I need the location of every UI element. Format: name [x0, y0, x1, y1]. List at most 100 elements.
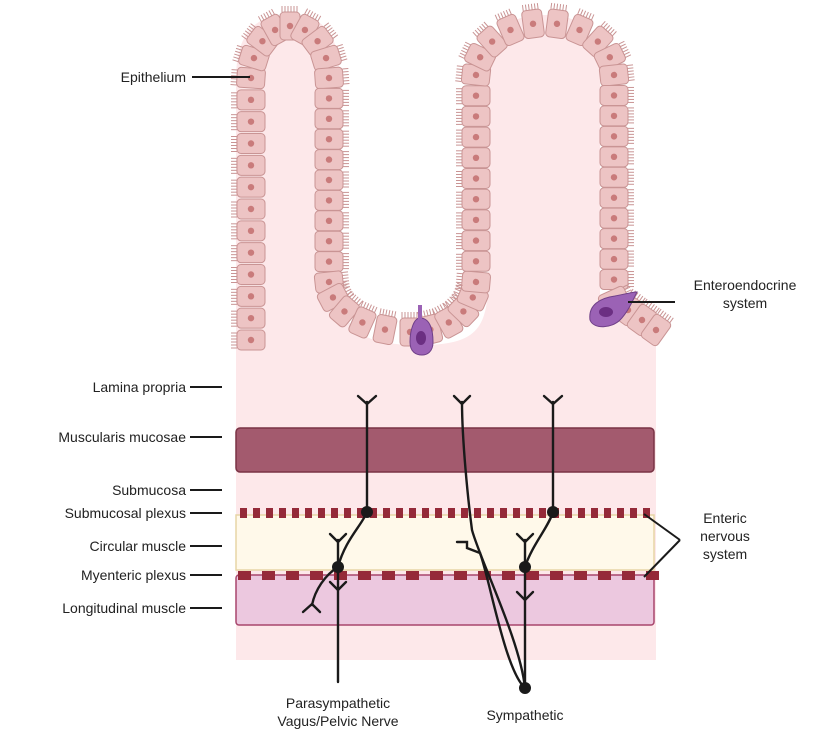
epithelial-cell	[315, 109, 343, 129]
myenteric-plexus-segment	[574, 571, 587, 580]
submucosal-plexus-segment	[279, 508, 286, 518]
epithelial-cell	[600, 106, 628, 126]
label-epithelium: Epithelium	[121, 69, 186, 85]
submucosal-plexus-segment	[487, 508, 494, 518]
epithelial-cell	[315, 129, 343, 149]
myenteric-plexus-segment	[502, 571, 515, 580]
label-submucosa: Submucosa	[112, 482, 186, 498]
label-longitudinal-muscle: Longitudinal muscle	[62, 600, 186, 616]
label-enteroendocrine-line1: Enteroendocrine	[680, 277, 810, 293]
epithelial-cell	[600, 147, 628, 167]
epithelial-cell	[600, 167, 628, 187]
epithelial-cell	[600, 208, 628, 228]
submucosal-plexus-segment	[435, 508, 442, 518]
epithelial-cell	[315, 170, 343, 190]
myenteric-plexus-segment	[358, 571, 371, 580]
myenteric-plexus-segment	[598, 571, 611, 580]
submucosal-plexus-segment	[630, 508, 637, 518]
epithelial-cell	[315, 231, 343, 251]
submucosal-plexus-segment	[604, 508, 611, 518]
label-sympathetic: Sympathetic	[462, 707, 588, 723]
label-parasympathetic-line2: Vagus/Pelvic Nerve	[248, 713, 428, 729]
myenteric-plexus-segment	[262, 571, 275, 580]
label-enteroendocrine-line2: system	[680, 295, 810, 311]
epithelial-cell	[237, 265, 265, 285]
label-enteric-line2: nervous	[680, 528, 770, 544]
epithelial-cell	[462, 148, 490, 168]
epithelial-cell	[237, 330, 265, 350]
myenteric-plexus-segment	[454, 571, 467, 580]
epithelial-cell	[462, 169, 490, 189]
epithelial-cell	[600, 85, 628, 105]
label-enteric-line3: system	[680, 546, 770, 562]
myenteric-plexus-segment	[550, 571, 563, 580]
submucosal-plexus-segment	[422, 508, 429, 518]
epithelial-cell	[315, 211, 343, 231]
epithelial-cell	[315, 190, 343, 210]
myenteric-plexus-segment	[622, 571, 635, 580]
epithelial-cell	[600, 188, 628, 208]
circular-muscle-layer	[236, 515, 654, 570]
myenteric-plexus-segment	[406, 571, 419, 580]
epithelial-cell	[600, 126, 628, 146]
label-lamina-propria: Lamina propria	[93, 379, 186, 395]
submucosal-plexus-segment	[565, 508, 572, 518]
enteroendocrine-cell-crypt	[410, 305, 433, 355]
myenteric-plexus-segment	[238, 571, 251, 580]
submucosal-plexus-segment	[500, 508, 507, 518]
label-enteric-line1: Enteric	[680, 510, 770, 526]
epithelial-cell	[600, 229, 628, 249]
epithelial-cell	[237, 134, 265, 154]
submucosal-plexus-segment	[305, 508, 312, 518]
label-submucosal-plexus: Submucosal plexus	[65, 505, 186, 521]
epithelial-cell	[315, 88, 343, 108]
epithelial-cell	[462, 86, 490, 106]
epithelial-cell	[462, 127, 490, 147]
epithelial-cell	[314, 67, 343, 89]
submucosal-plexus-segment	[448, 508, 455, 518]
submucosal-plexus-segment	[461, 508, 468, 518]
epithelial-cell	[461, 271, 491, 293]
submucosal-plexus-segment	[383, 508, 390, 518]
myenteric-plexus-segment	[430, 571, 443, 580]
epithelial-cell	[462, 210, 490, 230]
epithelial-cell	[237, 177, 265, 197]
longitudinal-muscle-layer	[236, 575, 654, 625]
epithelial-cell	[237, 221, 265, 241]
submucosal-plexus-segment	[591, 508, 598, 518]
epithelial-cell	[462, 231, 490, 251]
submucosal-plexus-segment	[409, 508, 416, 518]
epithelial-cell	[599, 64, 629, 87]
muscularis-mucosae-layer	[236, 428, 654, 472]
epithelial-cell	[600, 249, 628, 269]
epithelial-cell	[315, 150, 343, 170]
epithelial-cell	[237, 308, 265, 328]
epithelial-cell	[237, 243, 265, 263]
epithelial-cell	[237, 112, 265, 132]
epithelial-cell	[237, 286, 265, 306]
submucosal-plexus-segment	[396, 508, 403, 518]
submucosal-plexus-segment	[240, 508, 247, 518]
myenteric-plexus-segment	[310, 571, 323, 580]
myenteric-plexus-segment	[286, 571, 299, 580]
submucosal-plexus-segment	[617, 508, 624, 518]
submucosal-plexus-segment	[539, 508, 546, 518]
epithelial-cell	[462, 189, 490, 209]
label-circular-muscle: Circular muscle	[90, 538, 186, 554]
submucosal-plexus-segment	[253, 508, 260, 518]
epithelial-cell	[545, 9, 569, 39]
epithelial-cell	[462, 106, 490, 126]
submucosal-plexus-segment	[318, 508, 325, 518]
label-muscularis-mucosae: Muscularis mucosae	[58, 429, 186, 445]
epithelial-cell	[521, 9, 545, 39]
epithelial-cell	[237, 155, 265, 175]
submucosal-plexus-segment	[331, 508, 338, 518]
label-myenteric-plexus: Myenteric plexus	[81, 567, 186, 583]
submucosal-plexus-segment	[513, 508, 520, 518]
myenteric-plexus-segment	[526, 571, 539, 580]
submucosal-plexus-segment	[292, 508, 299, 518]
submucosal-plexus-segment	[526, 508, 533, 518]
epithelial-cell	[315, 252, 343, 272]
label-parasympathetic-line1: Parasympathetic	[258, 695, 418, 711]
